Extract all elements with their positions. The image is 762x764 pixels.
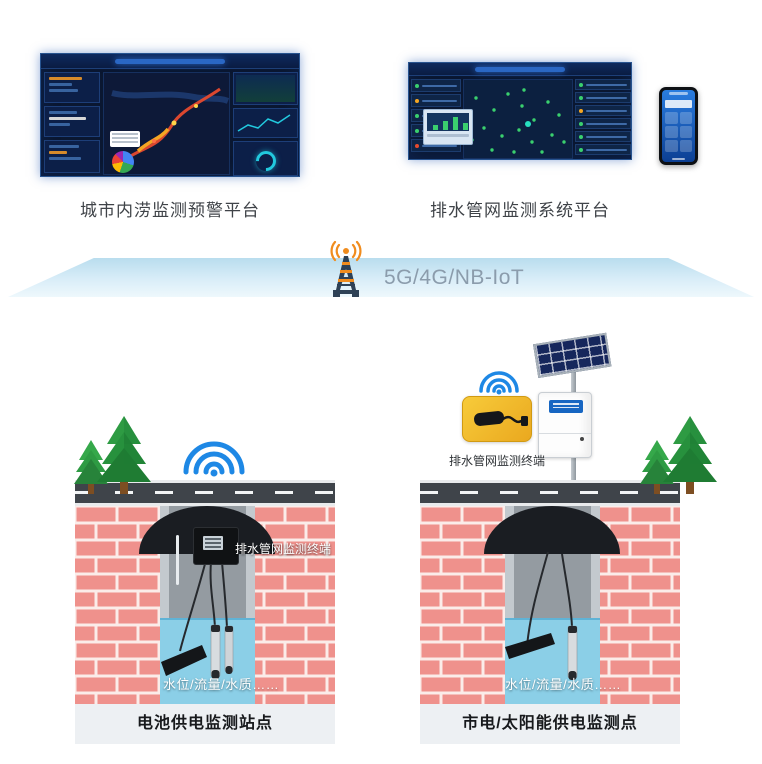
platform-label-right: 排水管网监测系统平台 <box>430 201 610 220</box>
manhole-dome <box>484 506 620 554</box>
dashboard-left-panels <box>44 72 100 173</box>
network-map <box>463 79 573 159</box>
scene-caption: 电池供电监测站点 <box>75 704 335 744</box>
list-row <box>411 79 461 92</box>
pie-chart <box>112 151 134 173</box>
list-row <box>411 94 461 107</box>
gauge-panel <box>233 141 298 176</box>
stat-panel <box>44 106 100 137</box>
tree-icons-right <box>640 416 717 494</box>
dashboard-right-screenshot <box>408 62 632 160</box>
trend-panel <box>233 108 298 138</box>
road <box>75 480 335 506</box>
terminal-photo-card <box>462 396 532 442</box>
water-parameters-label: 水位/流量/水质…… <box>505 677 622 692</box>
phone-mockup <box>659 87 698 165</box>
scene-solar-station: 排水管网监测终端 <box>420 330 680 744</box>
control-cabinet <box>538 392 592 458</box>
map-station-dots <box>470 88 566 154</box>
underground-section <box>420 506 680 704</box>
platform-label-left: 城市内涝监测预警平台 <box>80 201 260 220</box>
sensor-cables <box>179 561 228 652</box>
signal-tower-icon <box>330 240 362 297</box>
map-popup <box>423 109 473 145</box>
cabinet-label-plate <box>549 400 583 413</box>
scene-battery-station: 排水管网监测终端 水位/流量/水质…… 电池供电监测站点 <box>75 330 335 744</box>
map-tooltip <box>110 131 140 147</box>
probe-sensors <box>210 624 234 679</box>
dashboard-title-bar <box>41 54 299 69</box>
table-row <box>575 92 631 103</box>
stat-panel <box>44 72 100 103</box>
water-parameters-label: 水位/流量/水质…… <box>163 677 280 692</box>
table-row <box>575 105 631 116</box>
terminal-antenna <box>176 535 179 585</box>
underground-section <box>75 506 335 704</box>
caption-text: 市电/太阳能供电监测点 <box>462 715 638 732</box>
table-row <box>575 131 631 142</box>
wedge-sensor <box>161 645 207 676</box>
cabinet-door-seam <box>539 433 591 434</box>
stat-panel <box>44 140 100 173</box>
shaft-rim-right <box>591 506 600 704</box>
shaft-rim-right <box>246 506 255 704</box>
terminal-photo <box>474 411 528 426</box>
pine-tree-large <box>663 416 717 494</box>
network-band <box>8 258 754 297</box>
pine-tree-large <box>97 416 151 494</box>
map-river-route <box>111 87 229 167</box>
phone-screen <box>662 90 695 162</box>
device-screen <box>203 536 223 550</box>
terminal-label: 排水管网监测终端 <box>448 454 545 468</box>
scene-caption: 市电/太阳能供电监测点 <box>420 704 680 744</box>
dashboard-right-panels <box>233 72 298 176</box>
probe-sensor <box>567 625 578 680</box>
network-label: 5G/4G/NB-IoT <box>384 266 525 289</box>
flood-map <box>103 72 230 175</box>
road-center-line <box>420 491 680 494</box>
table-row <box>575 118 631 129</box>
road-center-line <box>75 491 335 494</box>
wedge-sensor <box>505 633 555 659</box>
wifi-icon <box>479 371 519 395</box>
pine-tree-small <box>74 440 108 494</box>
pine-tree-small <box>640 440 674 494</box>
monitoring-terminal-device <box>193 527 239 565</box>
camera-panel <box>233 72 298 105</box>
road <box>420 480 680 506</box>
caption-text: 电池供电监测站点 <box>136 715 273 732</box>
shaft-rim-left <box>505 506 514 704</box>
manhole-overlay <box>484 506 620 680</box>
sensor-cables <box>526 551 573 647</box>
tree-icons-left <box>74 416 151 494</box>
shaft-rim-left <box>160 506 169 704</box>
gauge-icon <box>251 146 280 175</box>
water <box>505 618 600 704</box>
terminal-label: 排水管网监测终端 <box>235 542 332 556</box>
table-row <box>575 144 631 155</box>
dashboard-title-bar <box>409 63 631 76</box>
solar-panel-icon <box>533 332 617 388</box>
table-row <box>575 79 631 90</box>
dashboard-left-screenshot <box>40 53 300 177</box>
wifi-icon <box>183 441 245 477</box>
dashboard-data-table <box>575 79 631 155</box>
cabinet-lock <box>580 437 584 441</box>
